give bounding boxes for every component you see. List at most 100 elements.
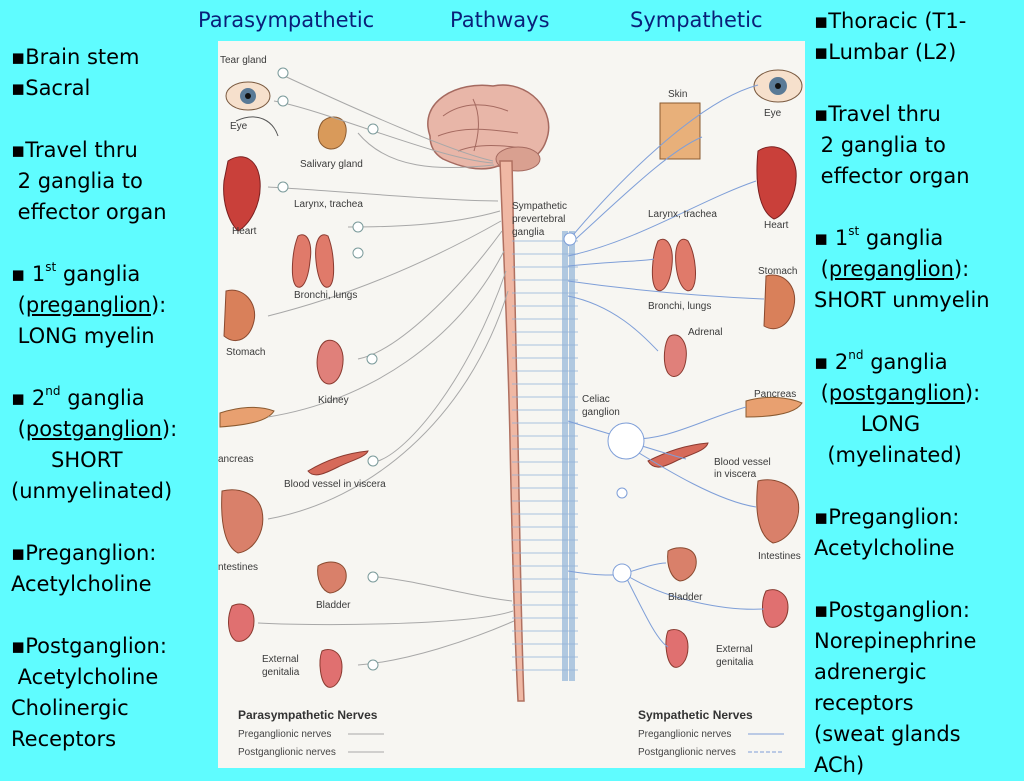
right-note-line: SHORT unmyelin <box>814 288 990 312</box>
label-bladder-left: Bladder <box>316 600 351 611</box>
label-larynx-left: Larynx, trachea <box>294 199 363 210</box>
right-note-line: Acetylcholine <box>814 536 955 560</box>
right-note-line: (preganglion): <box>814 257 970 281</box>
left-note-line: LONG myelin <box>11 324 155 348</box>
label-genitalia-left-1: External <box>262 654 299 665</box>
left-note-line: (unmyelinated) <box>11 479 173 503</box>
right-note-line: (postganglion): <box>814 381 981 405</box>
label-bronchi-right: Bronchi, lungs <box>648 301 711 312</box>
left-organs <box>219 81 369 688</box>
label-genitalia-right-2: genitalia <box>716 657 754 668</box>
left-note-spacer <box>11 507 177 538</box>
left-note-line: 2 ganglia to <box>11 169 143 193</box>
autonomic-pathways-diagram: Tear gland Eye Salivary gland Heart Lary… <box>218 41 805 768</box>
sympathetic-chain <box>562 231 575 681</box>
right-note-spacer <box>814 564 990 595</box>
left-note-line: effector organ <box>11 200 167 224</box>
label-skin: Skin <box>668 89 687 100</box>
right-note-line: effector organ <box>814 164 970 188</box>
right-note-spacer <box>814 471 990 502</box>
left-note-line: ▪ 1st ganglia <box>11 260 141 286</box>
left-note-spacer <box>11 352 177 383</box>
sympathetic-ganglia <box>563 232 645 583</box>
label-blood-vessel-right-2: in viscera <box>714 469 757 480</box>
label-stomach-left: Stomach <box>226 347 265 358</box>
parasympathetic-ganglia <box>277 67 379 671</box>
right-note-line: ▪Preganglion: <box>814 505 960 529</box>
right-note-line: ▪Travel thru <box>814 102 941 126</box>
right-note-spacer <box>814 316 990 347</box>
label-prevertebral: prevertebral <box>512 214 565 225</box>
label-blood-vessel-right-1: Blood vessel <box>714 457 771 468</box>
header-sympathetic: Sympathetic <box>630 8 763 32</box>
label-stomach-right: Stomach <box>758 266 797 277</box>
left-note-line: (preganglion): <box>11 293 167 317</box>
right-note-line: ▪ 2nd ganglia <box>814 348 948 374</box>
right-note-line: ▪Thoracic (T1- <box>814 9 967 33</box>
label-pancreas-right: Pancreas <box>754 389 796 400</box>
left-note-line: Receptors <box>11 727 117 751</box>
header-pathways: Pathways <box>450 8 550 32</box>
right-note-spacer <box>814 68 990 99</box>
label-ganglia: ganglia <box>512 227 545 238</box>
slide-header: Parasympathetic Pathways Sympathetic <box>188 0 805 42</box>
spinal-cord <box>499 160 525 702</box>
legend-sympathetic: Sympathetic Nerves Preganglionic nerves … <box>638 708 784 758</box>
preganglionic-rungs <box>512 240 578 671</box>
label-heart-right: Heart <box>764 220 789 231</box>
label-salivary-gland: Salivary gland <box>300 159 363 170</box>
legend-sympathetic-pre: Preganglionic nerves <box>638 729 731 740</box>
left-note-line: ▪Brain stem <box>11 45 140 69</box>
label-intestines-right: Intestines <box>758 551 801 562</box>
label-pancreas-left: ancreas <box>218 454 254 465</box>
left-note-line: Acetylcholine <box>11 572 152 596</box>
left-note-line: ▪Postganglion: <box>11 634 167 658</box>
left-note-line: Acetylcholine <box>11 665 159 689</box>
left-note-line: ▪Sacral <box>11 76 91 100</box>
left-note-line: SHORT <box>11 448 123 472</box>
diagram-svg: Tear gland Eye Salivary gland Heart Lary… <box>218 55 803 758</box>
legend-sympathetic-title: Sympathetic Nerves <box>638 708 753 722</box>
label-tear-gland: Tear gland <box>220 55 267 66</box>
label-intestines-left: ntestines <box>218 562 258 573</box>
label-celiac-ganglion: ganglion <box>582 407 620 418</box>
right-note-line: ▪Postganglion: <box>814 598 970 622</box>
label-larynx-right: Larynx, trachea <box>648 209 717 220</box>
right-note-line: Norepinephrine <box>814 629 977 653</box>
left-note-line: ▪ 2nd ganglia <box>11 384 145 410</box>
right-note-line: adrenergic <box>814 660 927 684</box>
label-eye-left: Eye <box>230 121 248 132</box>
label-heart-left: Heart <box>232 226 257 237</box>
right-note-line: (myelinated) <box>814 443 962 467</box>
label-eye-right: Eye <box>764 108 782 119</box>
left-note-line: (postganglion): <box>11 417 178 441</box>
left-note-line: ▪Preganglion: <box>11 541 157 565</box>
label-kidney: Kidney <box>318 395 349 406</box>
left-note-line: ▪Travel thru <box>11 138 138 162</box>
legend-parasympathetic-post: Postganglionic nerves <box>238 747 336 758</box>
left-note-spacer <box>11 228 177 259</box>
right-note-line: ACh) <box>814 753 865 777</box>
right-note-line: receptors <box>814 691 914 715</box>
legend-parasympathetic-pre: Preganglionic nerves <box>238 729 331 740</box>
legend-parasympathetic: Parasympathetic Nerves Preganglionic ner… <box>238 708 384 758</box>
label-genitalia-left-2: genitalia <box>262 667 300 678</box>
right-organs <box>647 69 803 668</box>
right-note-spacer <box>814 192 990 223</box>
label-bladder-right: Bladder <box>668 592 703 603</box>
label-celiac: Celiac <box>582 394 610 405</box>
header-parasympathetic: Parasympathetic <box>198 8 375 32</box>
label-blood-vessel-left: Blood vessel in viscera <box>284 479 386 490</box>
parasympathetic-notes: ▪Brain stem ▪Sacral ▪Travel thru 2 ganglia… <box>11 42 177 755</box>
label-bronchi-left: Bronchi, lungs <box>294 290 357 301</box>
left-note-line: Cholinergic <box>11 696 129 720</box>
right-note-line: ▪ 1st ganglia <box>814 224 944 250</box>
left-note-spacer <box>11 104 177 135</box>
right-note-line: 2 ganglia to <box>814 133 946 157</box>
brain-illustration <box>427 84 550 172</box>
right-note-line: LONG <box>814 412 921 436</box>
right-note-line: (sweat glands <box>814 722 961 746</box>
legend-sympathetic-post: Postganglionic nerves <box>638 747 736 758</box>
label-sympathetic: Sympathetic <box>512 201 567 212</box>
label-adrenal: Adrenal <box>688 327 722 338</box>
